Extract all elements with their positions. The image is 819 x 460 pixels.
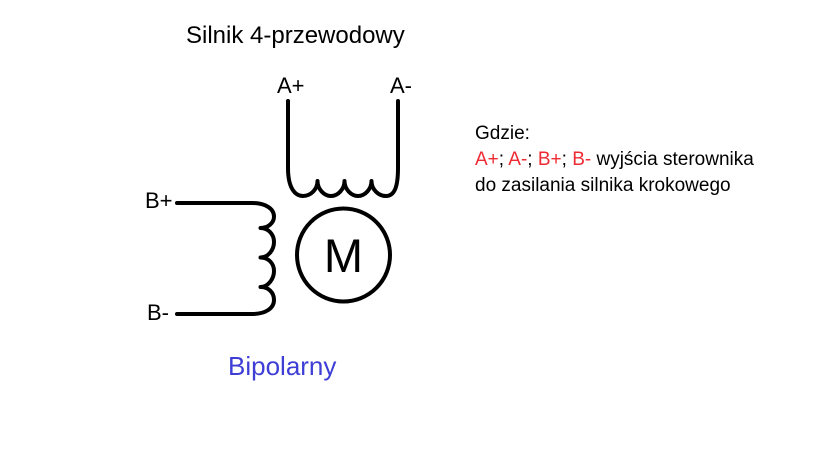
diagram-title: Silnik 4-przewodowy — [186, 22, 405, 49]
legend-separator: ; — [561, 149, 573, 170]
legend-description-line2: do zasilania silnika krokowego — [475, 175, 731, 196]
legend-description-inline: wyjścia sterownika — [591, 149, 754, 170]
terminal-label-b-minus: B- — [147, 300, 169, 325]
motor-symbol-label: M — [323, 229, 364, 282]
terminal-label-a-minus: A- — [390, 73, 412, 98]
phase-b-winding — [175, 201, 276, 316]
legend-separator: ; — [527, 149, 538, 170]
terminal-label-b-plus: B+ — [145, 188, 173, 213]
legend-separator: ; — [498, 149, 509, 170]
motor-circle — [295, 206, 392, 304]
motor-type-label: Bipolarny — [228, 351, 337, 381]
legend-heading: Gdzie: — [475, 123, 530, 144]
legend-term-b-minus: B- — [572, 149, 592, 170]
legend-term-b-plus: B+ — [537, 149, 562, 170]
phase-a-winding — [286, 99, 400, 198]
legend-terms-line: A+; A-; B+; B- wyjścia sterownika — [475, 147, 754, 173]
legend: Gdzie: A+; A-; B+; B- wyjścia sterownika… — [475, 121, 754, 199]
terminal-label-a-plus: A+ — [277, 73, 305, 98]
legend-term-a-plus: A+ — [475, 149, 499, 170]
legend-term-a-minus: A- — [508, 149, 528, 170]
